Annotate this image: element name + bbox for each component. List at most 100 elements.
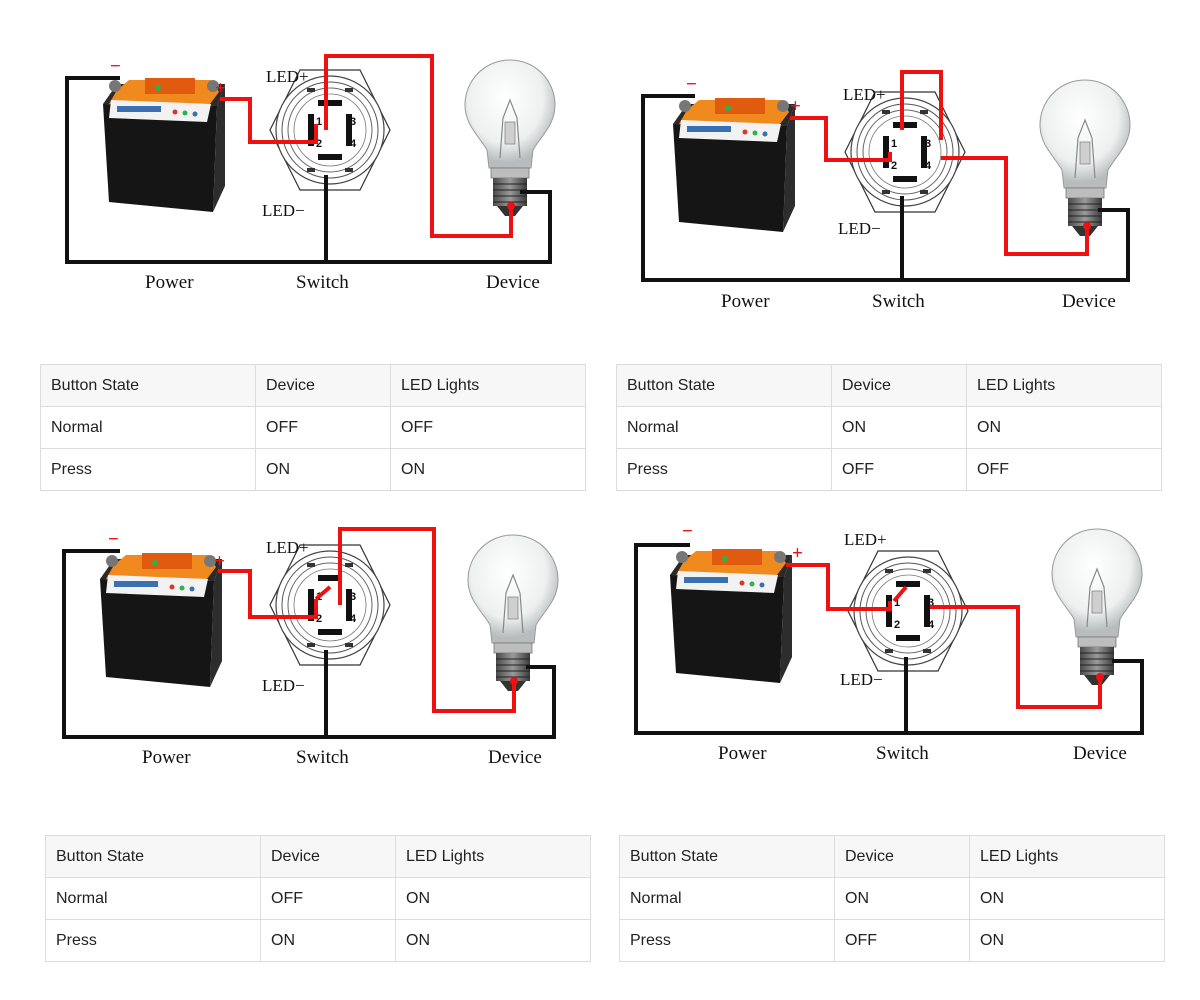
table-row: Normal ON ON	[616, 406, 1162, 449]
switch-label: Switch	[296, 747, 349, 768]
device-label: Device	[1073, 743, 1127, 764]
header-device: Device	[260, 835, 396, 878]
pin-2-label: 2	[894, 619, 900, 631]
table-row: Normal OFF ON	[45, 877, 591, 920]
header-led-lights: LED Lights	[966, 364, 1162, 407]
led-minus-label: LED−	[262, 201, 305, 220]
cell-state: Press	[45, 919, 261, 962]
cell-led: ON	[969, 919, 1165, 962]
table-row: Normal ON ON	[619, 877, 1165, 920]
led-plus-label: LED+	[266, 538, 309, 557]
cell-device: OFF	[260, 877, 396, 920]
minus-sign: −	[682, 521, 693, 542]
bulb-icon	[1039, 79, 1131, 237]
switch-icon	[844, 91, 966, 213]
pin-1-label: 1	[891, 138, 897, 150]
device-label: Device	[488, 747, 542, 768]
battery-icon	[673, 98, 795, 232]
cell-state: Normal	[40, 406, 256, 449]
power-label: Power	[142, 747, 191, 768]
led-plus-label: LED+	[844, 530, 887, 549]
cell-led: OFF	[390, 406, 586, 449]
cell-device: ON	[834, 877, 970, 920]
cell-led: OFF	[966, 448, 1162, 491]
cell-led: ON	[395, 877, 591, 920]
minus-sign: −	[110, 56, 121, 77]
battery-icon	[100, 553, 222, 687]
power-label: Power	[145, 272, 194, 293]
pin-3-label: 3	[350, 116, 356, 128]
wiring-diagram-1: 1 2 3 4 − + LED+ LED− Power Switch Devic…	[20, 20, 600, 340]
header-device: Device	[834, 835, 970, 878]
cell-led: ON	[969, 877, 1165, 920]
state-table-3: Button State Device LED Lights Normal OF…	[45, 835, 591, 962]
battery-icon	[103, 78, 225, 212]
table-row: Press OFF OFF	[616, 448, 1162, 491]
pin-4-label: 4	[925, 160, 932, 172]
switch-icon	[269, 69, 391, 191]
cell-led: ON	[395, 919, 591, 962]
table-row: Press ON ON	[40, 448, 586, 491]
table-header-row: Button State Device LED Lights	[616, 364, 1162, 407]
state-table-1: Button State Device LED Lights Normal OF…	[40, 364, 586, 491]
plus-sign: +	[214, 551, 225, 572]
cell-device: ON	[260, 919, 396, 962]
led-minus-label: LED−	[840, 670, 883, 689]
pin-4-label: 4	[928, 619, 935, 631]
minus-sign: −	[686, 74, 697, 95]
header-led-lights: LED Lights	[390, 364, 586, 407]
pin-2-label: 2	[316, 138, 322, 150]
cell-state: Normal	[619, 877, 835, 920]
table-row: Press OFF ON	[619, 919, 1165, 962]
pin-4-label: 4	[350, 613, 357, 625]
header-button-state: Button State	[40, 364, 256, 407]
pin-3-label: 3	[350, 591, 356, 603]
device-label: Device	[486, 272, 540, 293]
switch-icon	[269, 544, 391, 666]
header-button-state: Button State	[45, 835, 261, 878]
table-header-row: Button State Device LED Lights	[40, 364, 586, 407]
plus-sign: +	[215, 78, 226, 99]
cell-led: ON	[966, 406, 1162, 449]
table-row: Press ON ON	[45, 919, 591, 962]
cell-state: Press	[616, 448, 832, 491]
led-plus-label: LED+	[266, 67, 309, 86]
header-button-state: Button State	[619, 835, 835, 878]
header-device: Device	[255, 364, 391, 407]
state-table-4: Button State Device LED Lights Normal ON…	[619, 835, 1165, 962]
cell-state: Normal	[616, 406, 832, 449]
cell-state: Press	[619, 919, 835, 962]
wiring-diagram-2: 1 2 3 4 − + LED+ LED− Power Switch Devic…	[610, 20, 1190, 340]
wiring-diagram-3: 1 2 3 4 − + LED+ LED− Power Switch Devic…	[20, 495, 600, 815]
table-header-row: Button State Device LED Lights	[619, 835, 1165, 878]
cell-state: Press	[40, 448, 256, 491]
plus-sign: +	[790, 96, 801, 117]
plus-sign: +	[792, 543, 803, 564]
led-plus-label: LED+	[843, 85, 886, 104]
pin-4-label: 4	[350, 138, 357, 150]
header-device: Device	[831, 364, 967, 407]
pin-2-label: 2	[316, 613, 322, 625]
cell-device: OFF	[255, 406, 391, 449]
switch-label: Switch	[872, 291, 925, 312]
led-minus-label: LED−	[838, 219, 881, 238]
switch-label: Switch	[876, 743, 929, 764]
cell-device: ON	[831, 406, 967, 449]
table-header-row: Button State Device LED Lights	[45, 835, 591, 878]
header-button-state: Button State	[616, 364, 832, 407]
header-led-lights: LED Lights	[969, 835, 1165, 878]
pin-3-label: 3	[925, 138, 931, 150]
cell-led: ON	[390, 448, 586, 491]
pin-2-label: 2	[891, 160, 897, 172]
power-label: Power	[718, 743, 767, 764]
pin-1-label: 1	[316, 116, 322, 128]
pin-1-label: 1	[894, 597, 900, 609]
switch-label: Switch	[296, 272, 349, 293]
power-label: Power	[721, 291, 770, 312]
header-led-lights: LED Lights	[395, 835, 591, 878]
cell-state: Normal	[45, 877, 261, 920]
minus-sign: −	[108, 529, 119, 550]
device-label: Device	[1062, 291, 1116, 312]
battery-icon	[670, 549, 792, 683]
led-minus-label: LED−	[262, 676, 305, 695]
